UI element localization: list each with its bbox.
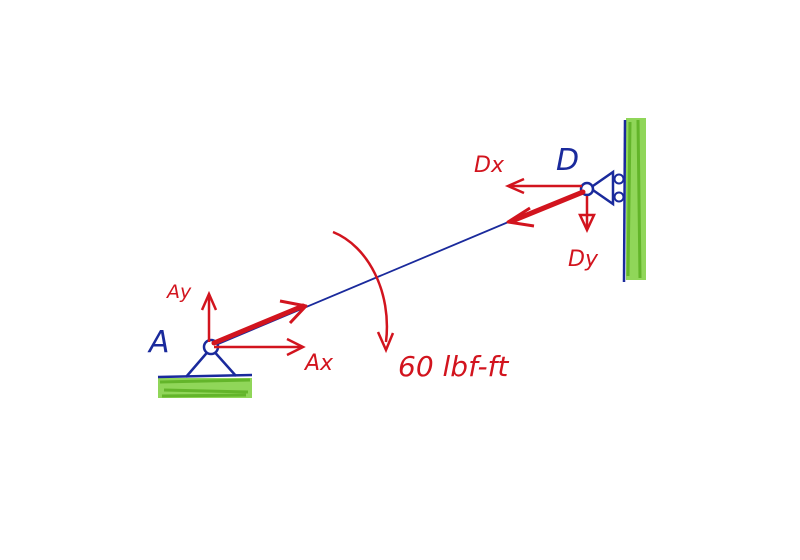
dy-arrow-head xyxy=(578,213,596,233)
roller-wheel-top xyxy=(613,173,625,185)
ground-hatch-a xyxy=(159,378,251,398)
wall-support-d xyxy=(622,118,646,283)
ax-arrow-head xyxy=(286,337,306,357)
roller-support-d xyxy=(587,169,625,207)
roller-wheel-bottom xyxy=(613,191,625,203)
label-dy: Dy xyxy=(568,247,599,272)
roller-triangle-d xyxy=(587,169,615,207)
axial-force-arrow-a xyxy=(211,299,308,346)
dx-arrow xyxy=(504,177,582,195)
label-moment: 60 lbf-ft xyxy=(398,350,509,383)
dy-arrow xyxy=(578,196,596,233)
axial-force-arrow-d xyxy=(506,189,586,228)
ay-arrow xyxy=(200,290,218,342)
ax-arrow xyxy=(214,337,306,357)
dx-arrow-head xyxy=(504,177,525,195)
label-dx: Dx xyxy=(474,153,505,178)
ground-support-a xyxy=(157,373,253,398)
wall-line-d xyxy=(622,119,627,283)
moment-arrow-head xyxy=(376,331,395,354)
moment-arc xyxy=(332,230,389,343)
label-point-d: D xyxy=(556,143,579,178)
ground-line-a xyxy=(157,373,253,379)
ay-arrow-head xyxy=(200,290,218,311)
label-point-a: A xyxy=(147,325,170,360)
applied-moment-arrow xyxy=(332,230,395,354)
axial-force-head-d xyxy=(506,206,535,228)
axial-force-shaft-a xyxy=(211,303,306,346)
label-ay: Ay xyxy=(165,281,192,303)
wall-hatch-d xyxy=(626,119,642,279)
axial-force-shaft-d xyxy=(509,189,586,224)
axial-force-head-a xyxy=(279,299,308,325)
label-ax: Ax xyxy=(303,351,334,376)
